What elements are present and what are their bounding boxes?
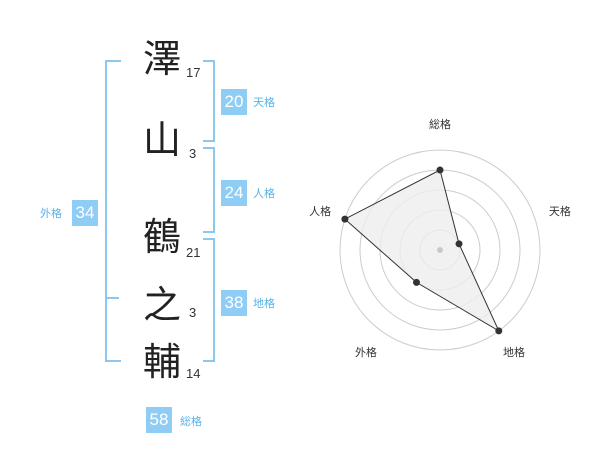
gaikaku-badge: 34 (72, 200, 98, 226)
radar-point-天格 (455, 240, 463, 248)
radar-point-地格 (495, 327, 503, 335)
stroke-count-3: 21 (186, 245, 201, 260)
soukaku-badge: 58 (146, 407, 172, 433)
chikaku-label: 地格 (253, 297, 275, 310)
tenkaku-badge: 20 (221, 89, 247, 115)
gaikaku-bracket (105, 60, 121, 362)
tenkaku-label: 天格 (253, 96, 275, 109)
stroke-count-1: 17 (186, 65, 201, 80)
name-char-1: 澤 (142, 37, 181, 81)
stroke-count-4: 3 (189, 305, 197, 320)
radar-polygon (344, 169, 500, 333)
radar-ring-5 (339, 149, 541, 351)
radar-point-外格 (412, 278, 420, 286)
name-char-2: 山 (142, 118, 181, 162)
radar-axis-label-天格: 天格 (549, 204, 571, 218)
jinkaku-badge: 24 (221, 180, 247, 206)
jinkaku-bracket (203, 147, 215, 233)
stroke-count-2: 3 (189, 146, 197, 161)
radar-axis-label-人格: 人格 (309, 204, 331, 218)
chikaku-badge: 38 (221, 290, 247, 316)
tenkaku-bracket (203, 60, 215, 142)
gaikaku-label: 外格 (40, 207, 62, 220)
radar-point-人格 (341, 215, 349, 223)
radar-axis-label-外格: 外格 (355, 345, 377, 359)
jinkaku-label: 人格 (253, 187, 275, 200)
chikaku-bracket (203, 238, 215, 362)
radar-axis-label-地格: 地格 (503, 345, 525, 359)
name-char-5: 輔 (142, 340, 181, 384)
radar-center-dot (437, 247, 443, 253)
radar-point-総格 (436, 166, 444, 174)
gaikaku-bracket-split (105, 297, 119, 299)
name-char-3: 鶴 (142, 215, 181, 259)
soukaku-label: 総格 (180, 415, 202, 428)
stroke-count-5: 14 (186, 366, 201, 381)
radar-axis-label-総格: 総格 (429, 117, 451, 131)
name-char-4: 之 (142, 283, 181, 327)
